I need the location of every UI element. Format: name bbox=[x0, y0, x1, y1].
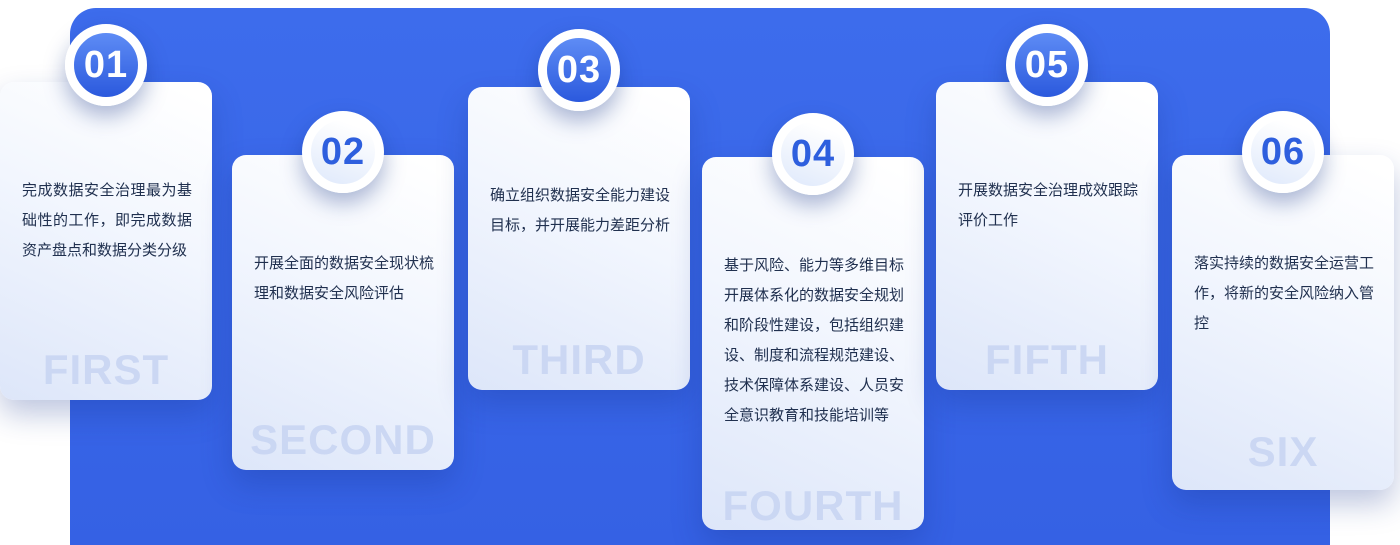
step-description: 确立组织数据安全能力建设目标，并开展能力差距分析 bbox=[490, 187, 671, 234]
step-watermark: SIX bbox=[1247, 428, 1319, 475]
step-number: 01 bbox=[83, 44, 129, 86]
step-watermark: FIFTH bbox=[985, 336, 1109, 383]
step-card-5: 05 开展数据安全治理成效跟踪评价工作 FIFTH bbox=[936, 24, 1158, 390]
step-description: 基于风险、能力等多维目标开展体系化的数据安全规划和阶段性建设，包括组织建设、制度… bbox=[724, 257, 905, 424]
step-number: 06 bbox=[1260, 131, 1306, 173]
step-card-2: 02 开展全面的数据安全现状梳理和数据安全风险评估 SECOND bbox=[232, 111, 454, 470]
step-number: 05 bbox=[1024, 44, 1070, 86]
step-number-badge: 06 bbox=[1242, 111, 1324, 193]
step-watermark: SECOND bbox=[250, 416, 436, 463]
step-number-badge: 04 bbox=[772, 113, 854, 195]
step-number: 04 bbox=[790, 133, 836, 175]
step-card-6: 06 落实持续的数据安全运营工作，将新的安全风险纳入管控 SIX bbox=[1172, 111, 1394, 490]
step-description: 开展全面的数据安全现状梳理和数据安全风险评估 bbox=[254, 255, 435, 302]
step-number: 02 bbox=[320, 131, 366, 173]
step-card-1: 01 完成数据安全治理最为基础性的工作，即完成数据资产盘点和数据分类分级 FIR… bbox=[0, 24, 212, 400]
step-number: 03 bbox=[556, 49, 602, 91]
step-watermark: THIRD bbox=[512, 336, 646, 383]
step-description: 完成数据安全治理最为基础性的工作，即完成数据资产盘点和数据分类分级 bbox=[22, 182, 192, 259]
step-watermark: FOURTH bbox=[722, 482, 904, 529]
step-watermark: FIRST bbox=[42, 346, 170, 393]
step-card-3: 03 确立组织数据安全能力建设目标，并开展能力差距分析 THIRD bbox=[468, 29, 690, 390]
step-description: 开展数据安全治理成效跟踪评价工作 bbox=[958, 182, 1139, 229]
step-number-badge: 05 bbox=[1006, 24, 1088, 106]
step-number-badge: 01 bbox=[65, 24, 147, 106]
step-number-badge: 02 bbox=[302, 111, 384, 193]
step-card-4: 04 基于风险、能力等多维目标开展体系化的数据安全规划和阶段性建设，包括组织建设… bbox=[702, 113, 924, 530]
step-description: 落实持续的数据安全运营工作，将新的安全风险纳入管控 bbox=[1194, 255, 1375, 332]
step-number-badge: 03 bbox=[538, 29, 620, 111]
